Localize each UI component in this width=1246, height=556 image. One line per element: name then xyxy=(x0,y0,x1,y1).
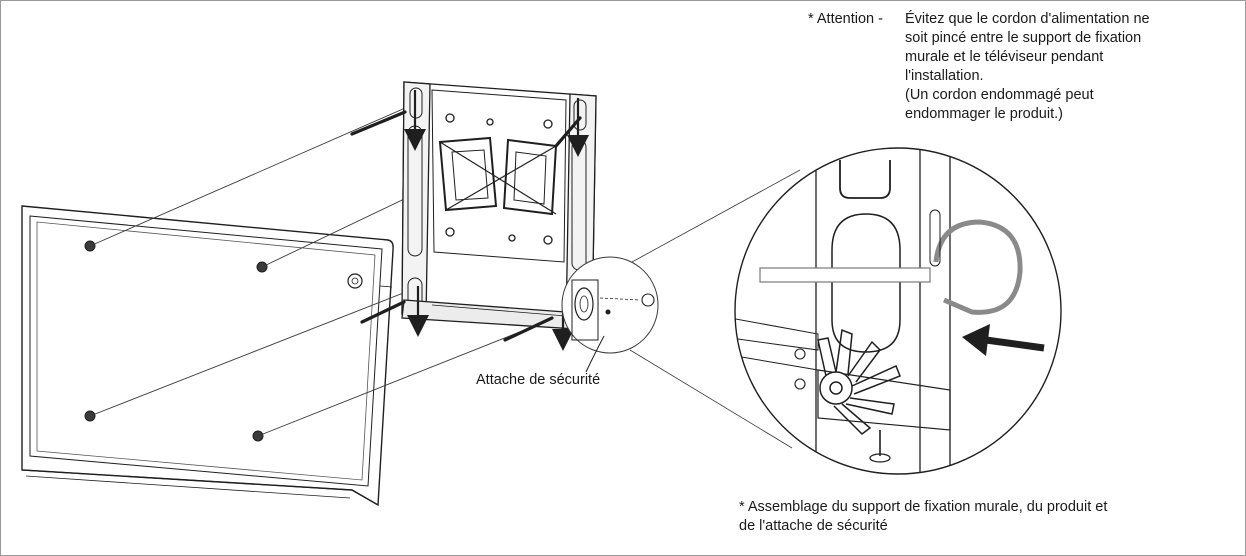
attention-note-line: endommager le produit.) xyxy=(905,106,1063,122)
attention-note-line: (Un cordon endommagé peut xyxy=(905,87,1094,103)
insertion-guides xyxy=(350,110,582,342)
callout-leader-lines xyxy=(629,169,801,449)
detail-callout-small xyxy=(561,256,659,354)
attention-line: murale et le téléviseur pendant xyxy=(905,49,1104,65)
attention-body: Évitez que le cordon d'alimentation ne s… xyxy=(905,10,1150,86)
assembly-line: * Assemblage du support de fixation mura… xyxy=(739,499,1108,515)
magnified-detail xyxy=(734,147,1062,475)
assembly-note: * Assemblage du support de fixation mura… xyxy=(739,498,1107,536)
attention-parenthetical: (Un cordon endommagé peut endommager le … xyxy=(905,86,1094,124)
attention-line: Évitez que le cordon d'alimentation ne xyxy=(905,11,1150,27)
security-tie-label: Attache de sécurité xyxy=(476,372,601,388)
cable-indicator-arrow xyxy=(962,324,1045,356)
security-tie-pointer xyxy=(585,335,605,373)
assembly-line: de l'attache de sécurité xyxy=(739,518,888,534)
tv-rear-view xyxy=(21,205,394,507)
attention-line: soit pincé entre le support de fixation xyxy=(905,30,1142,46)
attention-lead: * Attention - xyxy=(808,11,883,27)
attention-line: l'installation. xyxy=(905,68,984,84)
